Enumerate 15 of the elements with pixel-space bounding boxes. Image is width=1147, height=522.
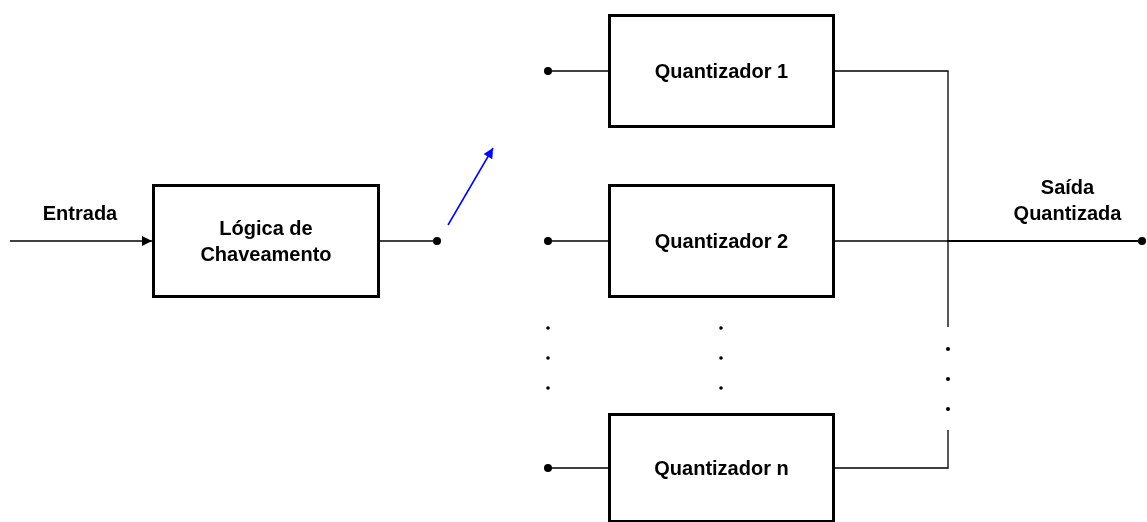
- process-box: [152, 184, 380, 298]
- connector-line: [379, 240, 434, 242]
- connector-line: [9, 236, 153, 246]
- connector-line: [551, 467, 609, 469]
- box-label: Quantizador n: [653, 456, 790, 481]
- process-box: [608, 413, 835, 522]
- edge-label: Saída Quantizada: [1012, 175, 1123, 226]
- process-box: [608, 184, 835, 298]
- connector-line: [551, 70, 609, 72]
- edge-label: Entrada: [41, 201, 119, 226]
- box-label: Lógica de Chaveamento: [199, 216, 333, 267]
- box-label: Quantizador 1: [653, 59, 790, 84]
- process-box: [608, 14, 835, 128]
- connector-line: [551, 240, 609, 242]
- box-label: Quantizador 2: [653, 229, 790, 254]
